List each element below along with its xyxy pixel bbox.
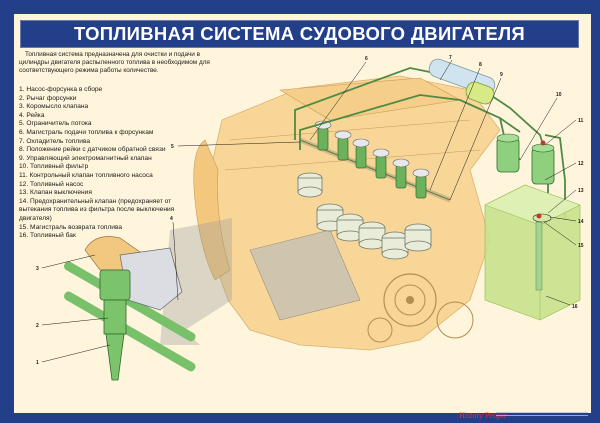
callout-14: 14 [578, 219, 584, 225]
legend-item: 3. Коромысло клапана [19, 103, 89, 111]
legend-item: 8. Положение рейки с датчиком обратной с… [19, 146, 166, 154]
fuel-tank [484, 184, 581, 321]
callout-13: 13 [578, 188, 584, 194]
legend-item: 16. Топливный бак [19, 232, 76, 240]
title-bar: ТОПЛИВНАЯ СИСТЕМА СУДОВОГО ДВИГАТЕЛЯ [20, 20, 579, 48]
callout-12: 12 [578, 161, 584, 167]
poster-title: ТОПЛИВНАЯ СИСТЕМА СУДОВОГО ДВИГАТЕЛЯ [73, 23, 526, 44]
fuel-cooler [428, 58, 496, 105]
legend-item: 5. Ограничитель потока [19, 120, 92, 128]
callout-11: 11 [578, 118, 584, 124]
callout-2: 2 [36, 323, 39, 329]
callout-5: 5 [171, 144, 174, 150]
fuel-filter [496, 133, 520, 173]
fuel-pump [531, 140, 555, 185]
publisher-fine-print [496, 412, 588, 419]
callout-4: 4 [170, 216, 173, 222]
callout-1: 1 [36, 360, 39, 366]
rocker-arms [314, 120, 430, 178]
legend-item: 1. Насос-форсунка в сборе [19, 86, 103, 93]
legend-item: 15. Магистраль возврата топлива [19, 223, 123, 231]
legend-item: 9. Управляющий электромагнитный клапан [19, 154, 152, 162]
fuel-lines [294, 67, 566, 220]
callout-8: 8 [479, 62, 482, 68]
legend-item: 4. Рейка [19, 111, 45, 119]
pistons [297, 172, 432, 260]
callout-9: 9 [500, 72, 503, 78]
callout-7: 7 [449, 55, 452, 61]
callout-15: 15 [578, 243, 584, 249]
callout-16: 16 [572, 304, 578, 310]
legend-item: 10. Топливный фильтр [19, 163, 89, 171]
intro-text: Топливная система предназначена для очис… [19, 51, 210, 74]
legend-item: 14. Предохранительный клапан (предохраня… [19, 197, 175, 222]
legend-item: 11. Контрольный клапан топливного насоса [19, 171, 153, 179]
callout-6: 6 [365, 56, 368, 62]
callout-leaders [41, 59, 577, 363]
legend-list: 1. Насос-форсунка в сборе 2. Рычаг форсу… [19, 86, 194, 241]
legend-item: 13. Клапан выключения [19, 189, 92, 197]
callout-3: 3 [36, 266, 39, 272]
legend-item: 6. Магистраль подачи топлива к форсункам [19, 128, 154, 136]
publisher-logo: History People [459, 411, 507, 420]
legend-item: 2. Рычаг форсунки [19, 94, 77, 102]
callout-labels: 1 2 3 4 5 6 7 8 9 10 11 12 13 14 15 16 [36, 55, 584, 366]
detail-highlight-panel [160, 218, 232, 345]
injector-detail [64, 236, 196, 381]
legend-item: 7. Охладитель топлива [19, 137, 91, 145]
callout-10: 10 [556, 92, 562, 98]
legend-item: 12. Топливный насос [19, 180, 84, 188]
